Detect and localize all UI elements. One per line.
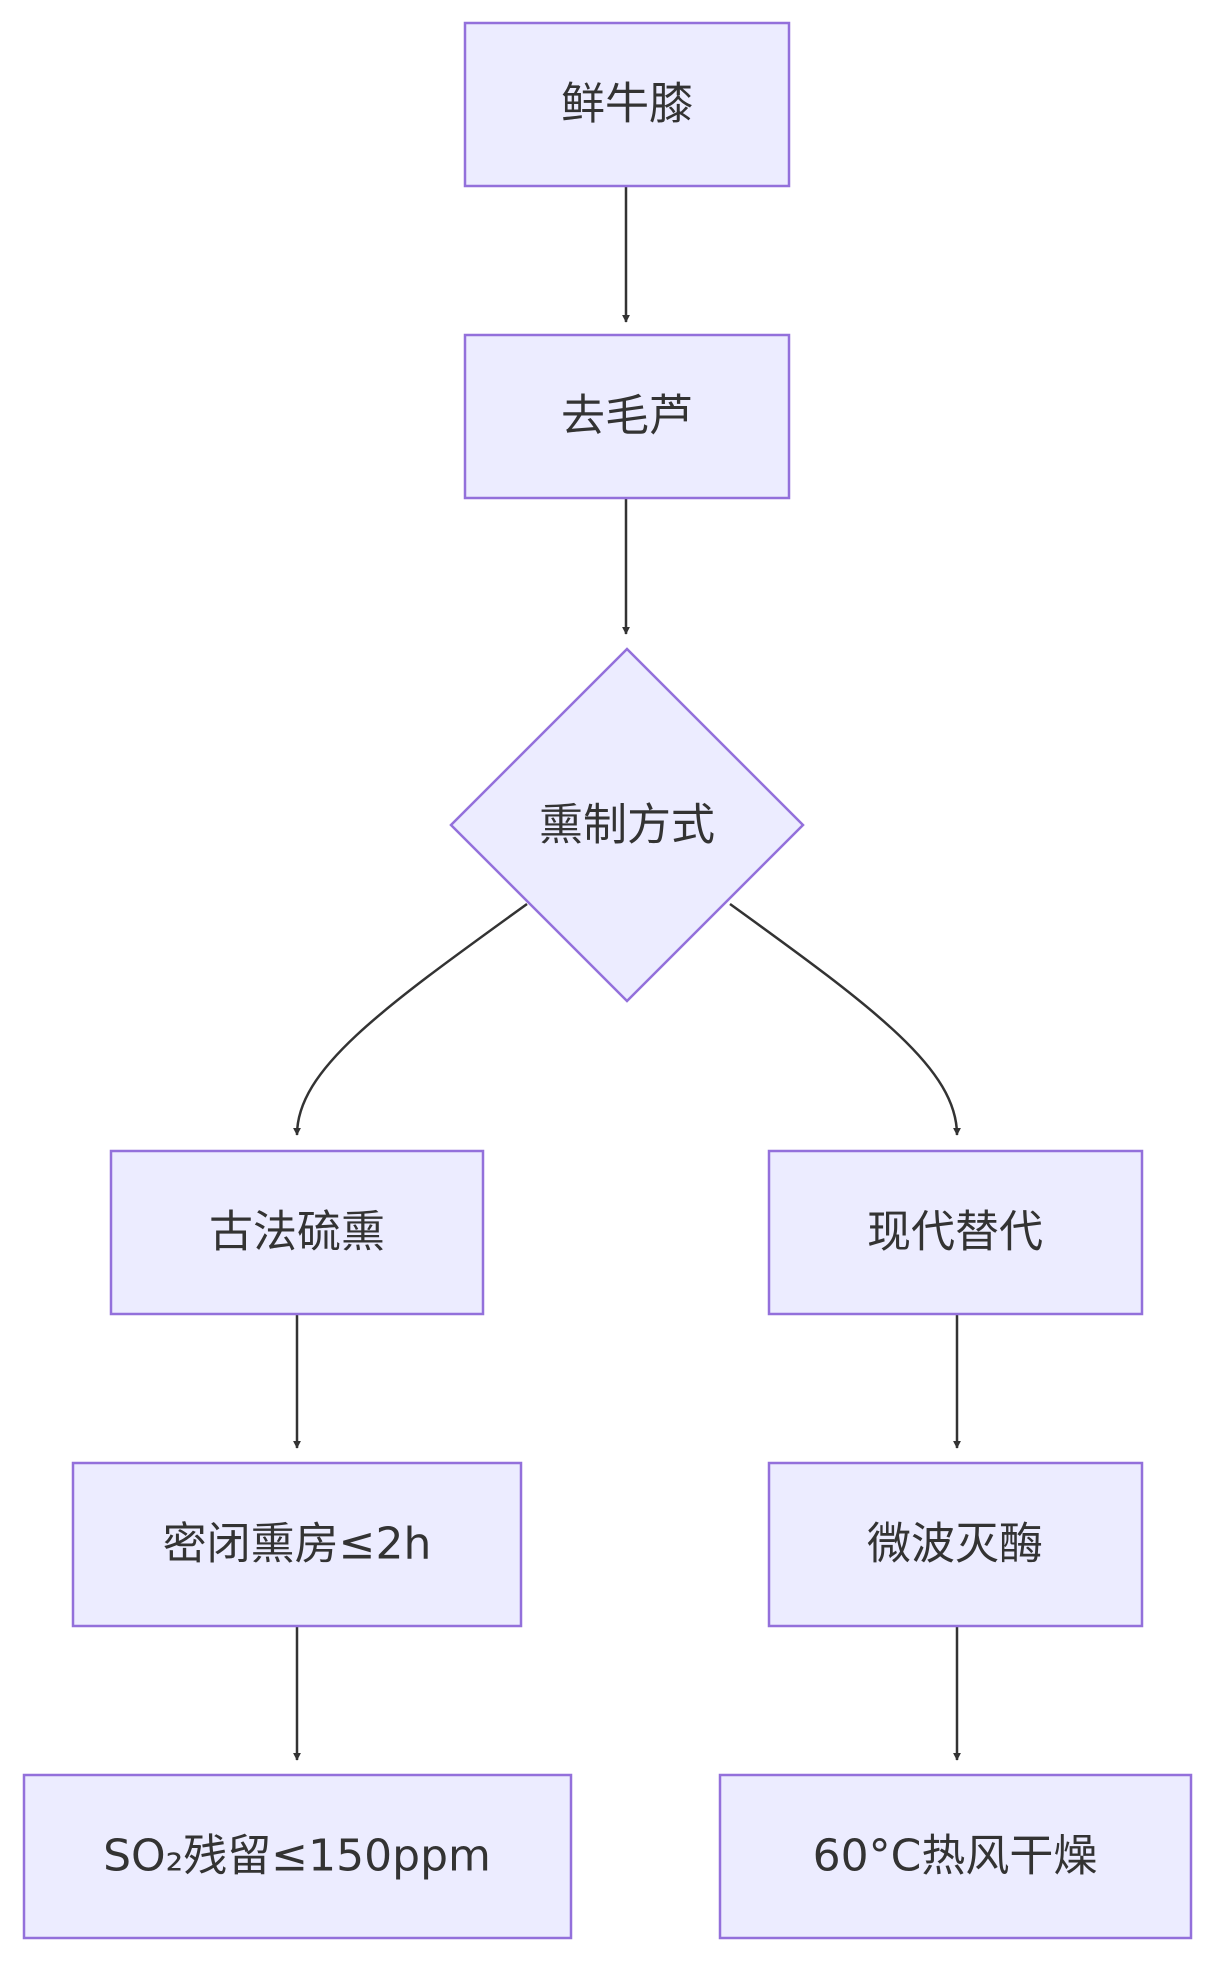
node-residue-label: SO₂残留≤150ppm <box>103 1831 491 1882</box>
edges <box>293 187 961 1761</box>
node-microwave-label: 微波灭酶 <box>867 1519 1043 1570</box>
node-ancient: 古法硫熏 <box>109 1149 485 1316</box>
node-residue: SO₂残留≤150ppm <box>22 1773 573 1940</box>
node-fresh-label: 鲜牛膝 <box>561 79 693 130</box>
node-microwave: 微波灭酶 <box>767 1461 1144 1628</box>
node-hotair: 60°C热风干燥 <box>718 1773 1193 1940</box>
node-decision-label: 熏制方式 <box>539 800 715 851</box>
edge-decision-to-ancient <box>293 902 528 1136</box>
node-modern: 现代替代 <box>767 1149 1144 1316</box>
node-modern-label: 现代替代 <box>867 1207 1043 1258</box>
node-fresh: 鲜牛膝 <box>463 21 791 188</box>
edge-decision-to-modern <box>729 902 961 1136</box>
node-remove: 去毛芦 <box>463 333 791 500</box>
node-sealed: 密闭熏房≤2h <box>71 1461 523 1628</box>
node-remove-label: 去毛芦 <box>561 391 693 442</box>
node-hotair-label: 60°C热风干燥 <box>813 1831 1098 1882</box>
node-ancient-label: 古法硫熏 <box>209 1207 385 1258</box>
node-decision: 熏制方式 <box>449 647 805 1003</box>
node-sealed-label: 密闭熏房≤2h <box>163 1519 432 1570</box>
